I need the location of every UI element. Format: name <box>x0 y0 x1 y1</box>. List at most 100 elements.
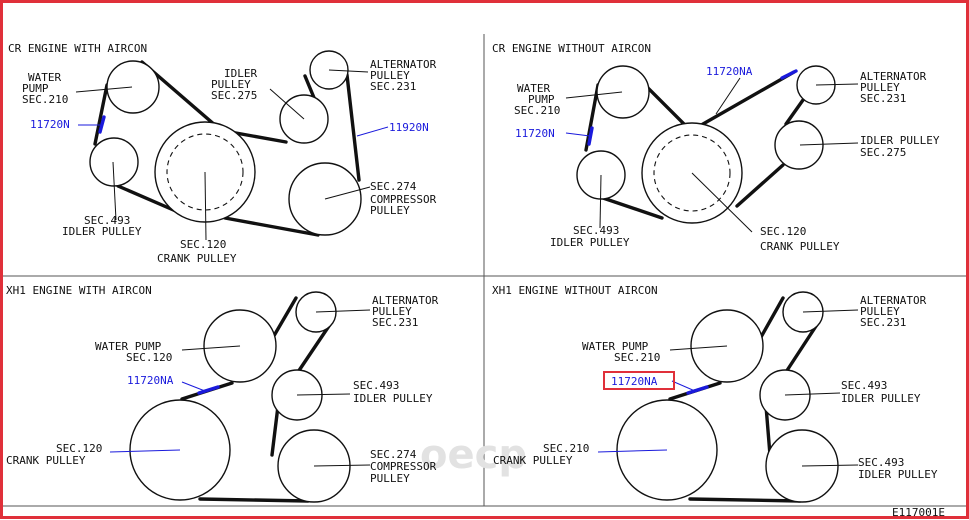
alternator-label: PULLEY <box>860 305 900 318</box>
alternator-label: PULLEY <box>370 69 410 82</box>
alternator-label: ALTERNATOR <box>860 294 927 307</box>
alternator-sec-label: SEC.231 <box>372 316 418 329</box>
panel-cr-engine-with-aircon: CR ENGINE WITH AIRCON WATER PUMP SEC.210… <box>8 42 437 265</box>
belt-part-number: 11720N <box>515 127 555 140</box>
crank-sec-label: SEC.120 <box>180 238 226 251</box>
crank-pulley-label: CRANK PULLEY <box>157 252 237 265</box>
leader-line <box>669 345 728 351</box>
idler-pulley-sec-label: SEC.275 <box>211 89 257 102</box>
compressor-label: PULLEY <box>370 204 410 217</box>
belt-blue-segment <box>197 385 220 395</box>
belt-segment <box>735 163 785 208</box>
water-pump-label: PUMP <box>22 82 49 95</box>
idler-pulley-label: IDLER PULLEY <box>353 392 433 405</box>
alternator-label: PULLEY <box>372 305 412 318</box>
belt-part-number: 11920N <box>389 121 429 134</box>
leader-line <box>204 171 207 241</box>
leader-line <box>691 172 753 233</box>
leader-line <box>181 381 206 392</box>
compressor-label: PULLEY <box>370 472 410 485</box>
leader-line <box>815 83 859 86</box>
belt-segment <box>270 404 280 457</box>
belt-segment <box>688 497 802 503</box>
belt-segment <box>584 83 600 152</box>
panel-title: XH1 ENGINE WITHOUT AIRCON <box>492 284 658 297</box>
idler-pulley-label: IDLER PULLEY <box>858 468 938 481</box>
leader-line <box>109 449 181 453</box>
figure-reference: E117001E <box>892 506 945 519</box>
crank-pulley-label: CRANK PULLEY <box>760 240 840 253</box>
water-pump-label: PUMP <box>528 93 555 106</box>
crank-pulley-label: CRANK PULLEY <box>6 454 86 467</box>
belt-segment <box>198 497 310 503</box>
leader-line <box>671 380 696 392</box>
belt-part-number-highlighted: 11720NA <box>611 375 658 388</box>
water-pump-label: WATER <box>28 71 61 84</box>
belt-segment <box>345 73 361 182</box>
compressor-sec-label: SEC.274 <box>370 180 417 193</box>
leader-line <box>784 392 841 396</box>
panel-title: XH1 ENGINE WITH AIRCON <box>6 284 152 297</box>
panel-xh1-engine-with-aircon: XH1 ENGINE WITH AIRCON ALTERNATOR PULLEY… <box>6 284 439 503</box>
belt-segment <box>223 216 320 237</box>
belt-segment <box>764 404 772 457</box>
belt-segment <box>93 83 109 146</box>
belt-part-number: 11720N <box>30 118 70 131</box>
belt-part-number: 11720NA <box>706 65 753 78</box>
leader-line <box>715 77 741 115</box>
belt-blue-segment <box>587 126 594 146</box>
leader-line <box>315 309 371 313</box>
leader-line <box>599 174 602 229</box>
leader-line <box>597 449 668 453</box>
belt-blue-segment <box>98 115 106 134</box>
idler-pulley-sec-label: SEC.493 <box>858 456 904 469</box>
belt-segment <box>784 98 805 126</box>
idler-pulley-label: IDLER PULLEY <box>860 134 940 147</box>
water-pump-sec-label: SEC.210 <box>22 93 68 106</box>
crank-sec-label: SEC.120 <box>56 442 102 455</box>
water-pump-pulley <box>106 60 160 114</box>
leader-line <box>181 345 241 351</box>
belt-blue-segment <box>686 385 709 395</box>
panel-title: CR ENGINE WITH AIRCON <box>8 42 147 55</box>
water-pump-label: WATER PUMP <box>95 340 162 353</box>
crank-sec-label: SEC.210 <box>543 442 589 455</box>
idler-pulley-label: IDLER <box>224 67 257 80</box>
panel-title: CR ENGINE WITHOUT AIRCON <box>492 42 651 55</box>
alternator-label: ALTERNATOR <box>370 58 437 71</box>
alternator-sec-label: SEC.231 <box>860 316 906 329</box>
idler-pulley-sec-label: SEC.493 <box>573 224 619 237</box>
belt-part-number: 11720NA <box>127 374 174 387</box>
leader-line <box>75 86 133 93</box>
leader-line <box>112 161 117 221</box>
idler-pulley-sec-275 <box>774 120 824 170</box>
leader-line <box>801 464 859 467</box>
leader-line <box>802 309 859 313</box>
leader-line <box>799 142 859 146</box>
idler-pulley-sec-label: SEC.493 <box>353 379 399 392</box>
compressor-sec-label: SEC.274 <box>370 448 417 461</box>
panel-xh1-engine-without-aircon: XH1 ENGINE WITHOUT AIRCON ALTERNATOR PUL… <box>492 284 938 503</box>
water-pump-sec-label: SEC.210 <box>614 351 660 364</box>
alternator-label: PULLEY <box>860 81 900 94</box>
idler-pulley-sec-label: SEC.493 <box>841 379 887 392</box>
leader-line <box>269 88 305 120</box>
leader-line <box>296 393 351 396</box>
highlight-box <box>603 371 675 390</box>
belt-segment <box>598 195 664 220</box>
water-pump-label: WATER PUMP <box>582 340 649 353</box>
crank-sec-label: SEC.120 <box>760 225 806 238</box>
water-pump-sec-label: SEC.120 <box>126 351 172 364</box>
leader-line <box>565 132 591 137</box>
water-pump-label: WATER <box>517 82 550 95</box>
alternator-label: ALTERNATOR <box>860 70 927 83</box>
compressor-label: COMPRESSOR <box>370 460 437 473</box>
water-pump-pulley <box>596 65 650 119</box>
leader-line <box>356 126 389 137</box>
leader-line <box>324 186 371 200</box>
alternator-label: ALTERNATOR <box>372 294 439 307</box>
idler-pulley-label: IDLER PULLEY <box>62 225 142 238</box>
crank-inner-circle <box>166 133 244 211</box>
